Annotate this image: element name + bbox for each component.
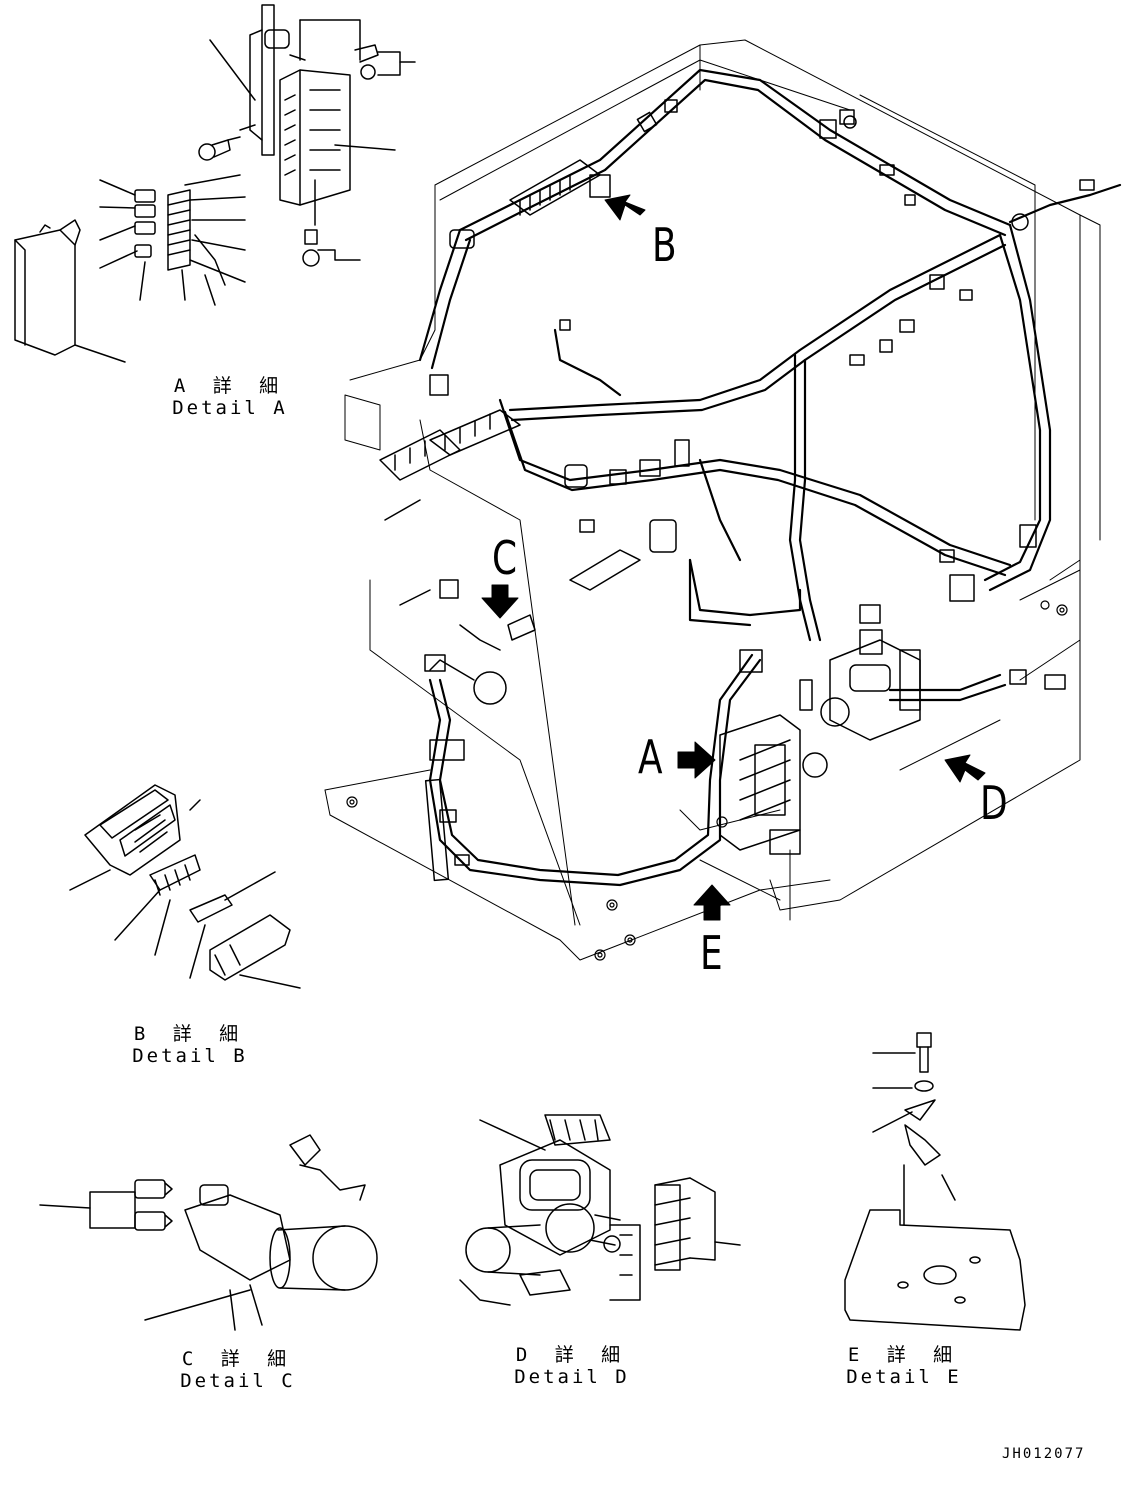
arrow-a-icon [677,741,716,779]
detail-d-caption-jp: D 詳 細 [515,1344,629,1366]
detail-a-caption-jp: A 詳 細 [173,375,287,397]
callout-b-label: B [652,218,677,272]
detail-c-caption-en: Detail C [180,1370,296,1392]
arrow-e-icon [693,884,731,921]
callout-a-label: A [638,730,663,784]
detail-b-caption-jp: B 詳 細 [133,1023,247,1045]
detail-c-drawing [39,1134,378,1331]
detail-e-caption-jp: E 詳 細 [847,1344,961,1366]
callout-d-label: D [980,776,1008,830]
harness-connectors [379,99,1095,882]
arrow-c-icon [481,584,519,619]
main-harness [418,68,1122,887]
cab-frame-outline [324,39,1101,961]
callout-c-label: C [492,531,518,585]
detail-c-caption: C 詳 細 Detail C [178,1348,298,1392]
drawing-id: JH012077 [1002,1446,1086,1462]
detail-d-drawing [459,1114,741,1306]
callout-arrows [481,194,986,921]
arrow-b-icon [604,194,646,221]
detail-a-caption-en: Detail A [172,397,288,419]
detail-b-caption: B 詳 細 Detail B [130,1023,250,1067]
detail-e-caption: E 詳 細 Detail E [844,1344,964,1388]
floor-mount-holes [346,600,1068,961]
detail-b-caption-en: Detail B [132,1045,248,1067]
detail-a-caption: A 詳 細 Detail A [170,375,290,419]
detail-e-drawing [844,1032,1026,1331]
detail-a-drawing [14,4,416,363]
detail-c-caption-jp: C 詳 細 [181,1348,295,1370]
detail-b-drawing [69,784,301,989]
arrow-d-icon [944,754,986,783]
detail-e-caption-en: Detail E [846,1366,962,1388]
detail-d-caption: D 詳 細 Detail D [512,1344,632,1388]
callout-e-label: E [700,926,723,980]
detail-d-caption-en: Detail D [514,1366,630,1388]
